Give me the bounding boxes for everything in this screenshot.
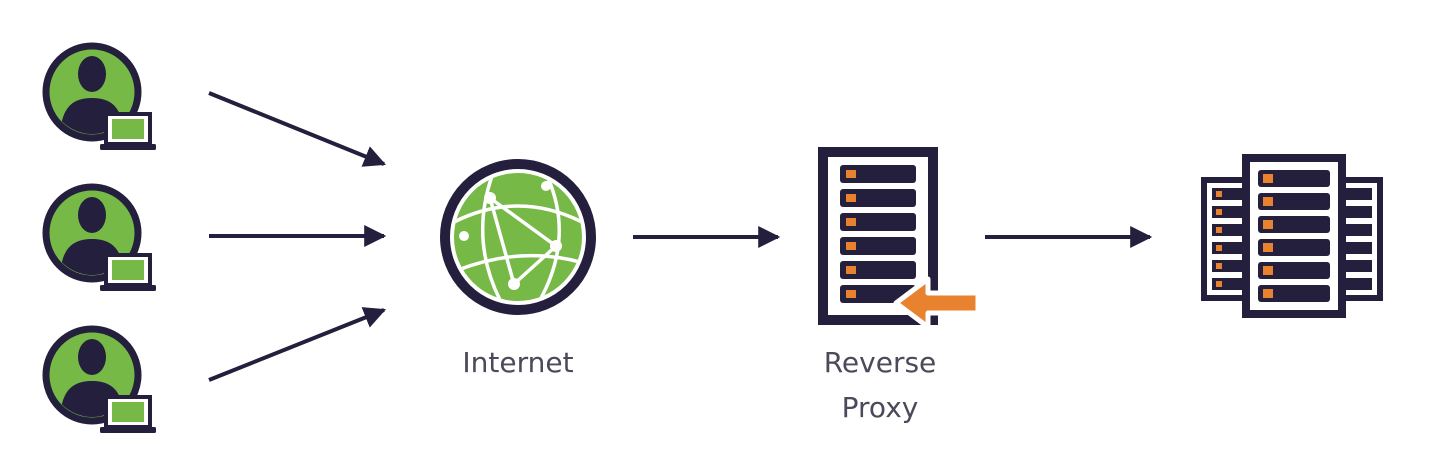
proxy-label-line1: Reverse [823, 346, 937, 379]
user-laptop-icon [46, 329, 156, 433]
arrow-left-icon [893, 276, 981, 330]
user-laptop-icon [46, 46, 156, 150]
user-3 [46, 329, 156, 433]
proxy-label-line2: Proxy [841, 391, 919, 424]
arrow-user1-to-internet [208, 91, 387, 167]
server-cluster-icon [1201, 154, 1383, 318]
user-2 [46, 187, 156, 291]
globe-icon [440, 159, 596, 315]
user-laptop-icon [46, 187, 156, 291]
arrow-user3-to-internet [208, 307, 387, 382]
internet-label: Internet [462, 346, 574, 379]
user-1 [46, 46, 156, 150]
